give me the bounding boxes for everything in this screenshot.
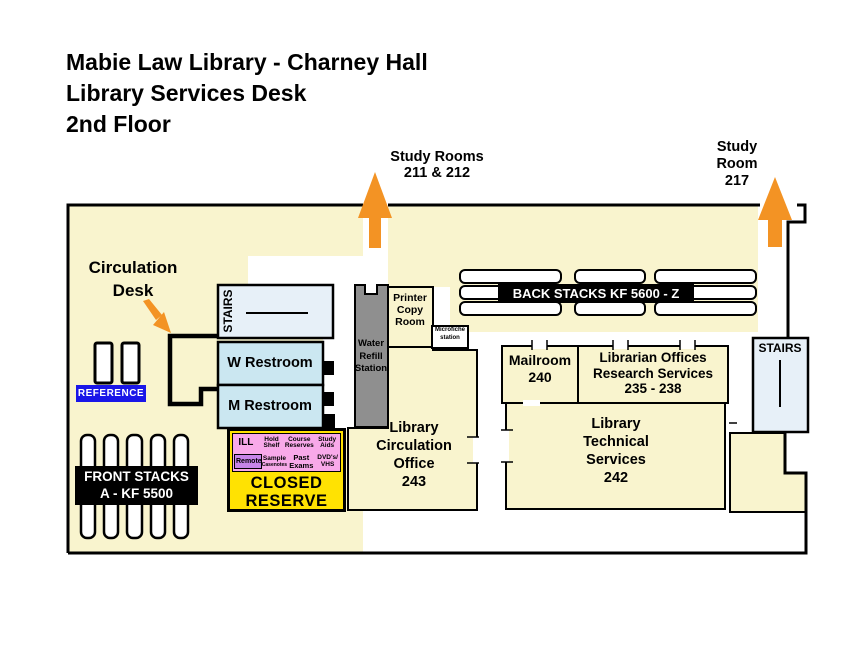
library-technical-services-room <box>505 402 726 510</box>
reserve-item-ill: ILL <box>238 437 254 449</box>
microfiche-station-box <box>431 325 469 349</box>
exit-study-rooms-211-212-label: Study Rooms 211 & 212 <box>390 149 484 181</box>
book-stack-shelf <box>574 269 646 284</box>
book-stack-shelf <box>459 301 562 316</box>
up-arrow-icon <box>358 172 392 248</box>
reserve-item-sample-casenotes: Sample Casenotes <box>261 455 288 468</box>
reserve-item-study-aids: Study Aids <box>318 435 337 450</box>
w-restroom-label: W Restroom <box>227 355 313 371</box>
water-refill-station-box <box>354 284 389 428</box>
book-stack-shelf <box>93 341 114 385</box>
book-stack-shelf <box>459 269 562 284</box>
exit-study-room-217-label: Study Room 217 <box>716 139 758 189</box>
closed-reserve-title: CLOSED RESERVE <box>245 474 328 510</box>
reserve-item-course-reserves: Course Reserves <box>284 435 314 450</box>
left-stairs-label: STAIRS <box>221 289 235 333</box>
reference-label: REFERENCE <box>76 385 146 402</box>
circulation-desk-pointer-arrow-icon <box>143 299 171 333</box>
reserve-item-past-exams: Past Exams <box>289 453 314 470</box>
reserve-item-dvds-vhs: DVD's/ VHS <box>317 454 338 468</box>
reference-stacks <box>93 341 141 385</box>
building-outline <box>66 203 808 555</box>
water-refill-station-label: Water Refill Station <box>354 338 388 374</box>
circulation-desk-shape <box>167 333 219 407</box>
book-stack-shelf <box>120 341 141 385</box>
librarian-offices-label: Librarian Offices Research Services 235 … <box>592 350 714 396</box>
library-technical-services-label: Library Technical Services 242 <box>583 416 649 486</box>
m-restroom-box <box>216 383 325 430</box>
closed-reserve-items: ILL Hold Shelf Course Reserves Study Aid… <box>232 433 341 472</box>
librarian-offices-room <box>577 345 729 404</box>
rooms <box>347 286 729 511</box>
reserve-item-remote: Remote <box>234 454 262 470</box>
library-circulation-office-label: Library Circulation Office 243 <box>376 420 452 490</box>
reserve-item-hold-shelf: Hold Shelf <box>263 435 280 450</box>
book-stack-shelf <box>574 301 646 316</box>
book-stack-shelf <box>654 301 757 316</box>
right-stairs-label: STAIRS <box>758 341 802 355</box>
closed-reserve-box: ILL Hold Shelf Course Reserves Study Aid… <box>227 428 346 512</box>
microfiche-station-label: Microfiche station <box>434 327 466 341</box>
printer-copy-room <box>387 286 434 348</box>
printer-copy-room-label: Printer Copy Room <box>393 292 427 328</box>
hall-pocket <box>248 256 363 287</box>
mailroom-label: Mailroom 240 <box>508 352 572 385</box>
m-restroom-label: M Restroom <box>228 398 312 414</box>
front-stacks-label: FRONT STACKS A - KF 5500 <box>75 466 198 505</box>
door-markers <box>323 361 335 428</box>
circulation-desk-label: Circulation Desk <box>88 258 178 300</box>
up-arrow-icon <box>758 177 792 247</box>
door-openings <box>467 340 737 464</box>
book-stack-shelf <box>654 269 757 284</box>
back-stacks-label: BACK STACKS KF 5600 - Z <box>498 284 694 303</box>
left-stairs-box <box>216 283 335 340</box>
page-title: Mabie Law Library - Charney Hall Library… <box>66 49 428 137</box>
